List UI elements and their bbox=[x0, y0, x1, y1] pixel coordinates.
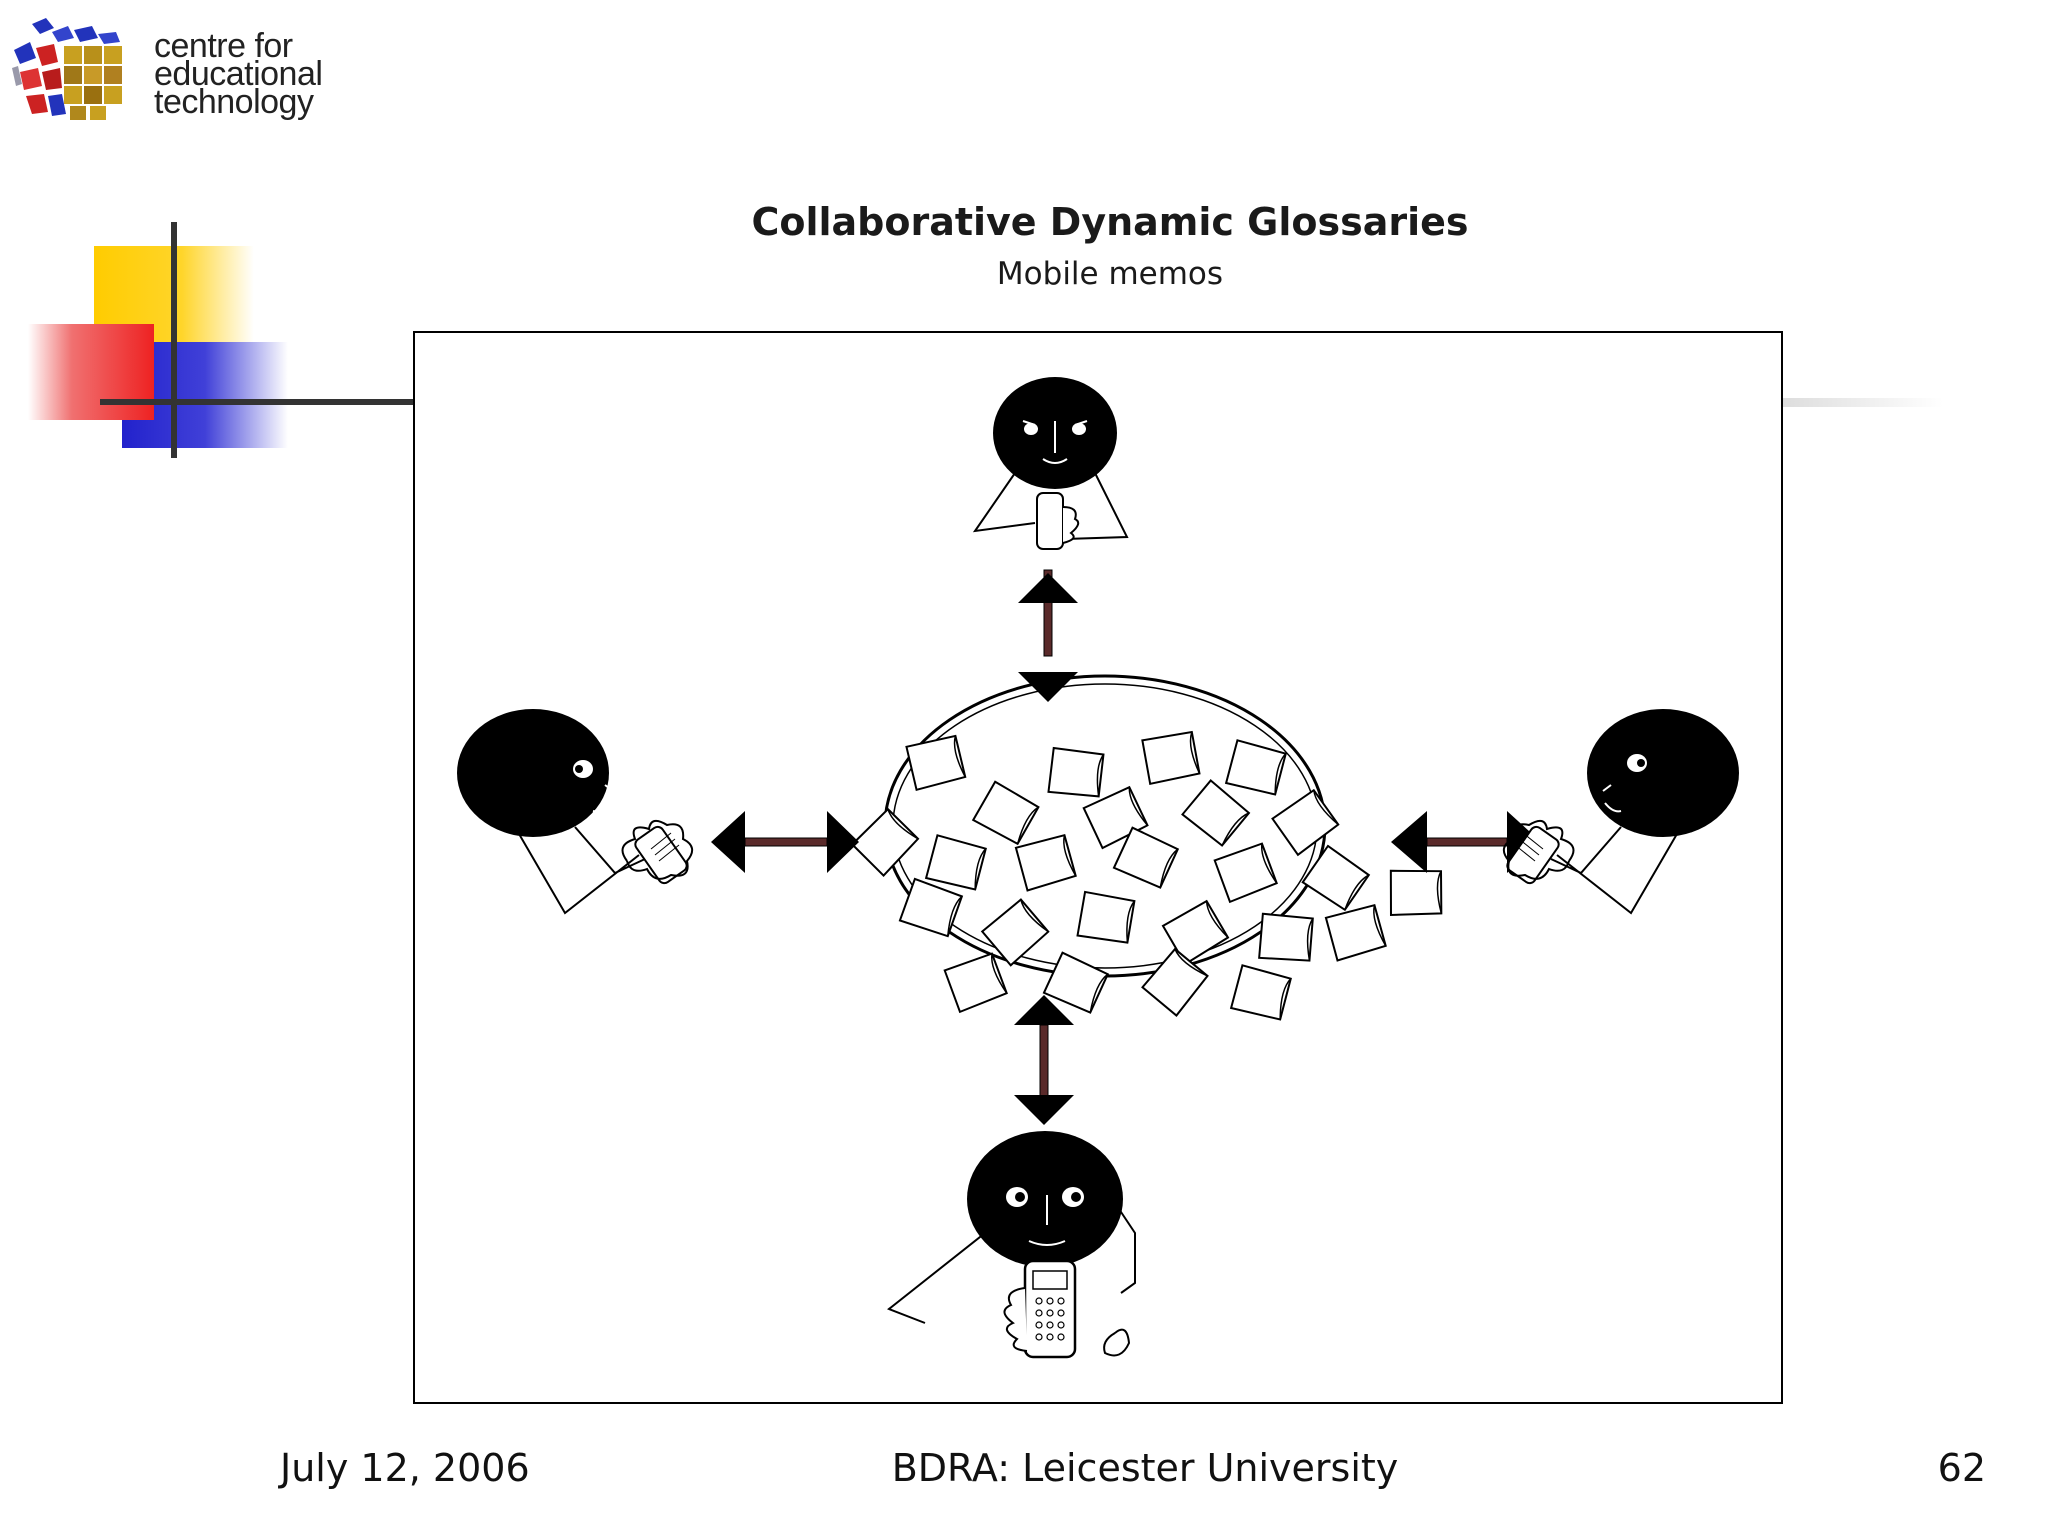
arrow-bottom bbox=[1014, 995, 1074, 1125]
person-left bbox=[457, 709, 694, 915]
logo-text: centre for educational technology bbox=[154, 27, 323, 121]
person-top bbox=[972, 377, 1129, 550]
logo-line-3: technology bbox=[154, 83, 314, 121]
mobile-phone-icon bbox=[1506, 825, 1560, 885]
footer-title: BDRA: Leicester University bbox=[891, 1446, 1399, 1490]
mobile-phone-icon bbox=[1036, 492, 1064, 550]
logo-line-2: educational bbox=[154, 55, 323, 93]
diagram-illustration bbox=[457, 377, 1739, 1359]
cet-logo: centre for educational technology bbox=[8, 8, 348, 138]
arrow-left bbox=[711, 811, 859, 873]
diagram-title: Collaborative Dynamic Glossaries bbox=[751, 200, 1469, 244]
arrow-top bbox=[1018, 569, 1078, 702]
rubik-cube-icon bbox=[12, 18, 122, 120]
mobile-phone-icon bbox=[1023, 1259, 1077, 1359]
page-number: 62 bbox=[1937, 1446, 1986, 1490]
person-bottom bbox=[887, 1131, 1136, 1359]
person-right bbox=[1502, 709, 1739, 915]
logo-line-1: centre for bbox=[154, 27, 293, 65]
red-square bbox=[28, 324, 154, 420]
glossary-diagram bbox=[413, 331, 1783, 1404]
horizontal-line-right bbox=[1783, 398, 1943, 407]
footer-date: July 12, 2006 bbox=[280, 1446, 530, 1490]
diagram-subtitle: Mobile memos bbox=[996, 256, 1224, 292]
decorative-squares bbox=[28, 222, 1943, 458]
